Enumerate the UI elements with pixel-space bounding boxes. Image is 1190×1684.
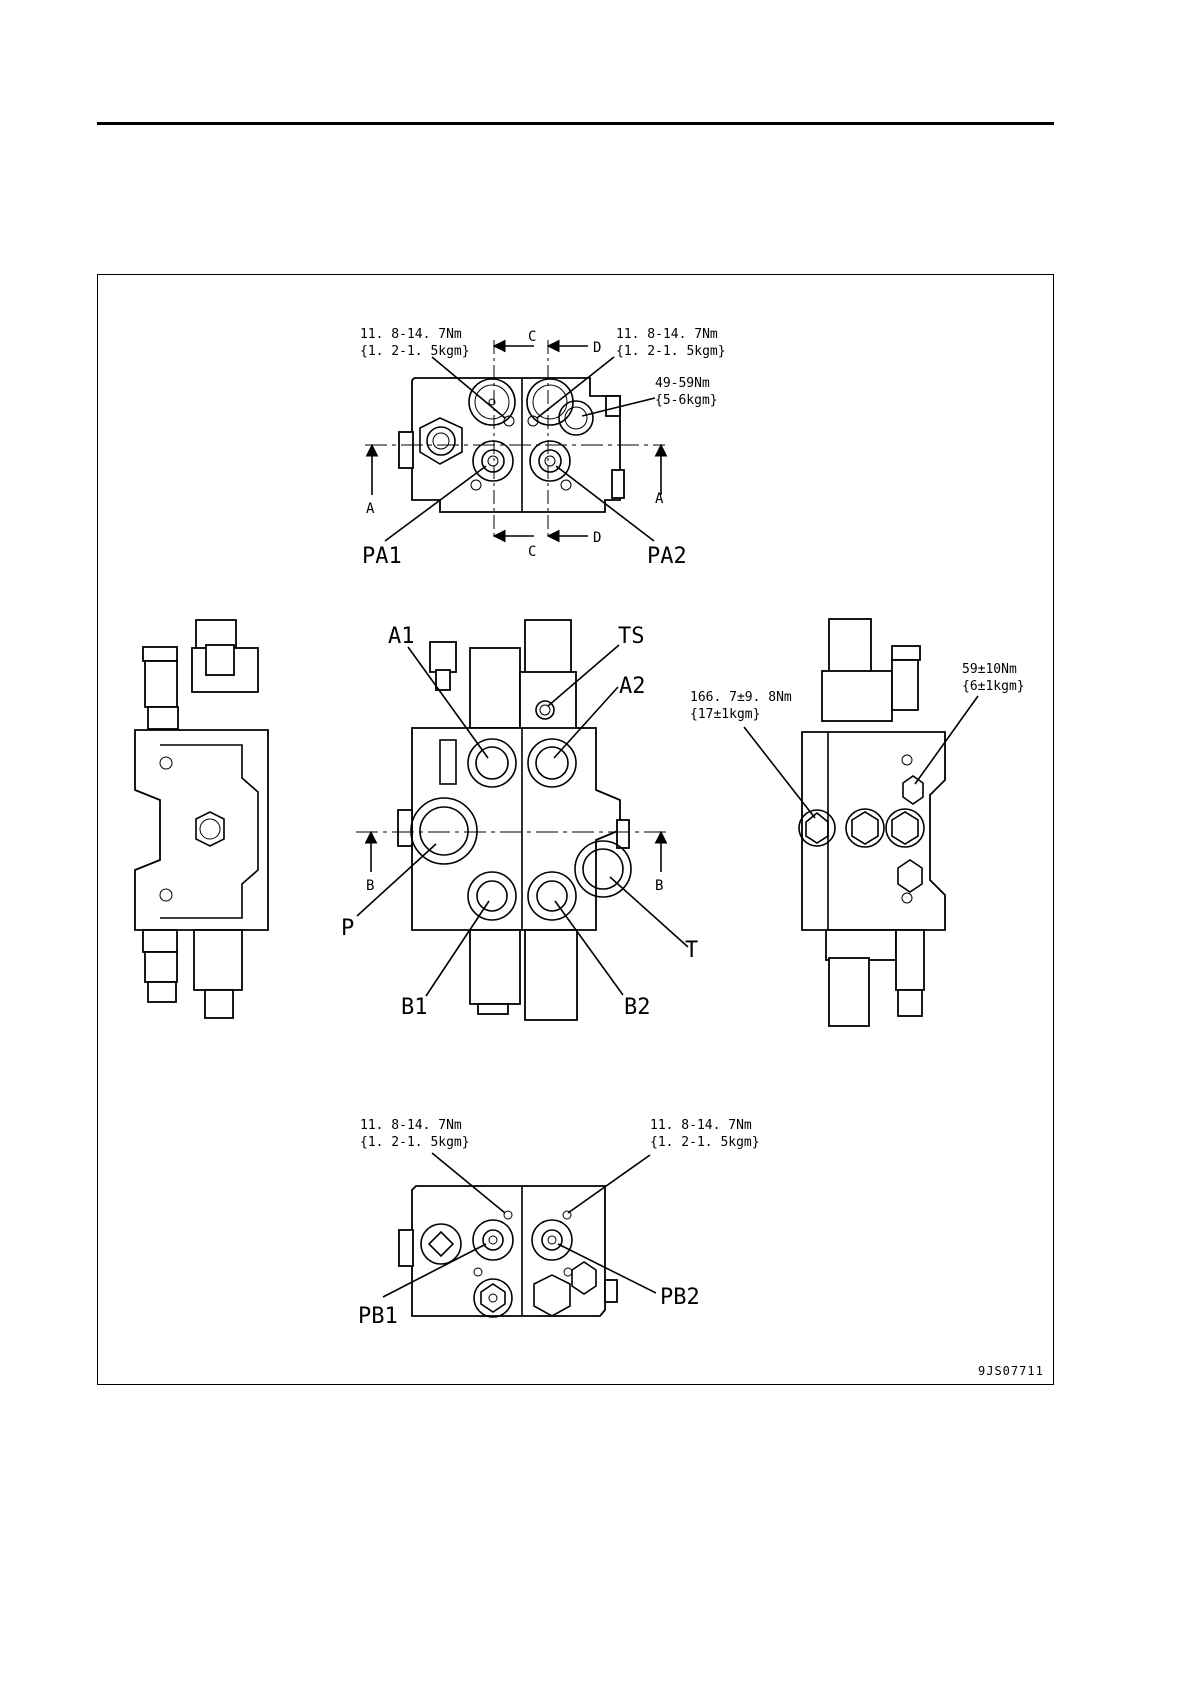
right-torque-small-1: 59±10Nm bbox=[962, 662, 1017, 677]
right-torque-large-2: {17±1kgm} bbox=[690, 707, 760, 722]
bottom-torque-left-2: {1. 2-1. 5kgm} bbox=[360, 1135, 470, 1150]
top-torque-left-1: 11. 8-14. 7Nm bbox=[360, 327, 462, 342]
bottom-torque-right-1: 11. 8-14. 7Nm bbox=[650, 1118, 752, 1133]
section-c-bottom: C bbox=[528, 544, 536, 560]
port-a1-label: A1 bbox=[388, 624, 415, 649]
section-a-right: A bbox=[655, 491, 664, 507]
bottom-torque-left-1: 11. 8-14. 7Nm bbox=[360, 1118, 462, 1133]
top-view bbox=[365, 340, 665, 541]
section-b-left: B bbox=[366, 878, 374, 894]
top-torque-plug-2: {5-6kgm} bbox=[655, 393, 718, 408]
bottom-torque-right-2: {1. 2-1. 5kgm} bbox=[650, 1135, 760, 1150]
bottom-view bbox=[383, 1153, 656, 1317]
section-c-top: C bbox=[528, 329, 536, 345]
right-torque-large-1: 166. 7±9. 8Nm bbox=[690, 690, 792, 705]
figure-code: 9JS07711 bbox=[978, 1364, 1044, 1378]
top-torque-plug-1: 49-59Nm bbox=[655, 376, 710, 391]
port-pa1-label: PA1 bbox=[362, 544, 402, 569]
section-b-right: B bbox=[655, 878, 663, 894]
port-pa2-label: PA2 bbox=[647, 544, 687, 569]
port-a2-label: A2 bbox=[619, 674, 646, 699]
port-t-label: T bbox=[685, 938, 698, 963]
section-d-top: D bbox=[593, 340, 601, 356]
section-a-left: A bbox=[366, 501, 375, 517]
port-ts-label: TS bbox=[618, 624, 645, 649]
right-torque-small-2: {6±1kgm} bbox=[962, 679, 1025, 694]
port-pb2-label: PB2 bbox=[660, 1285, 700, 1310]
right-side-view bbox=[744, 619, 978, 1026]
top-torque-left-2: {1. 2-1. 5kgm} bbox=[360, 344, 470, 359]
top-torque-right-1: 11. 8-14. 7Nm bbox=[616, 327, 718, 342]
port-p-label: P bbox=[341, 916, 354, 941]
port-b1-label: B1 bbox=[401, 995, 428, 1020]
section-d-bottom: D bbox=[593, 530, 601, 546]
port-pb1-label: PB1 bbox=[358, 1304, 398, 1329]
top-torque-right-2: {1. 2-1. 5kgm} bbox=[616, 344, 726, 359]
port-b2-label: B2 bbox=[624, 995, 651, 1020]
left-side-view bbox=[135, 620, 268, 1018]
